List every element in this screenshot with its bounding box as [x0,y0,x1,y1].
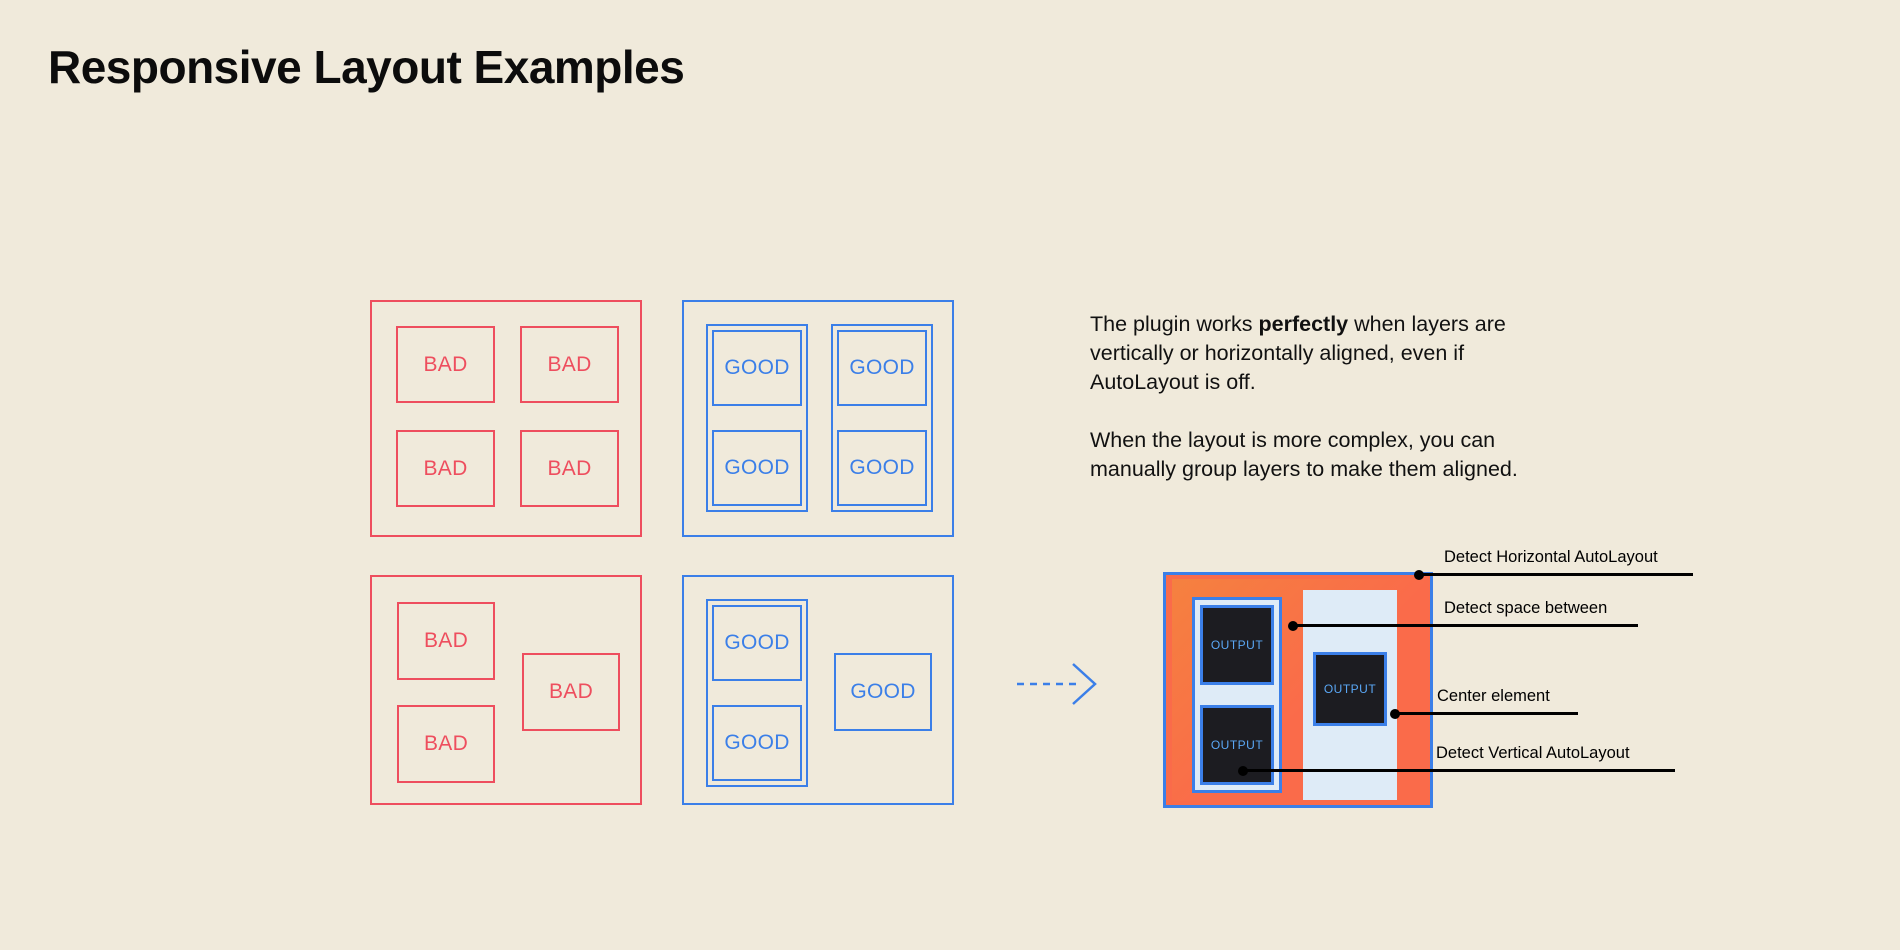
bad-box: BAD [520,326,619,403]
good-box: GOOD [712,605,802,681]
good-box: GOOD [837,430,927,506]
good-column: GOOD GOOD [706,599,808,787]
good-column: GOOD GOOD [831,324,933,512]
bad-box: BAD [396,326,495,403]
annotation-label: Detect space between [1444,599,1608,617]
diagram-orange-fill: OUTPUT OUTPUT OUTPUT [1172,579,1424,801]
bad-box: BAD [397,705,495,783]
annotation-line [1419,573,1693,576]
example-good-grid: GOOD GOOD GOOD GOOD [682,300,954,537]
good-box: GOOD [837,330,927,406]
output-box: OUTPUT [1200,705,1274,785]
diagram-left-column: OUTPUT OUTPUT [1192,597,1282,793]
good-column: GOOD GOOD [706,324,808,512]
paragraph-one-emphasis: perfectly [1258,312,1349,336]
annotation-label: Detect Horizontal AutoLayout [1444,548,1658,566]
bad-box: BAD [397,602,495,680]
example-bad-complex: BAD BAD BAD [370,575,642,805]
annotation-label: Center element [1437,687,1550,705]
output-box: OUTPUT [1313,652,1387,726]
annotation-line [1243,769,1675,772]
flow-arrow [1015,660,1105,708]
annotation-line [1293,624,1638,627]
bad-box: BAD [520,430,619,507]
diagram-right-column: OUTPUT [1303,590,1397,800]
bad-box: BAD [396,430,495,507]
paragraph-one-lead: The plugin works [1090,312,1259,336]
bad-box: BAD [522,653,620,731]
good-box: GOOD [712,705,802,781]
good-box-standalone: GOOD [834,653,932,731]
arrow-right-dashed-icon [1017,663,1097,705]
description-text: The plugin works perfectly when layers a… [1090,310,1550,513]
autolayout-detection-preview: OUTPUT OUTPUT OUTPUT [1163,572,1433,808]
annotation-line [1395,712,1578,715]
paragraph-one: The plugin works perfectly when layers a… [1090,310,1550,397]
annotation-label: Detect Vertical AutoLayout [1436,744,1630,762]
good-box: GOOD [712,330,802,406]
good-box: GOOD [712,430,802,506]
paragraph-two: When the layout is more complex, you can… [1090,428,1518,481]
example-bad-grid: BAD BAD BAD BAD [370,300,642,537]
output-box: OUTPUT [1200,605,1274,685]
page-title: Responsive Layout Examples [48,41,685,93]
example-good-complex: GOOD GOOD GOOD [682,575,954,805]
paragraph-one-tail: when layers are vertically or horizontal… [1090,312,1506,394]
